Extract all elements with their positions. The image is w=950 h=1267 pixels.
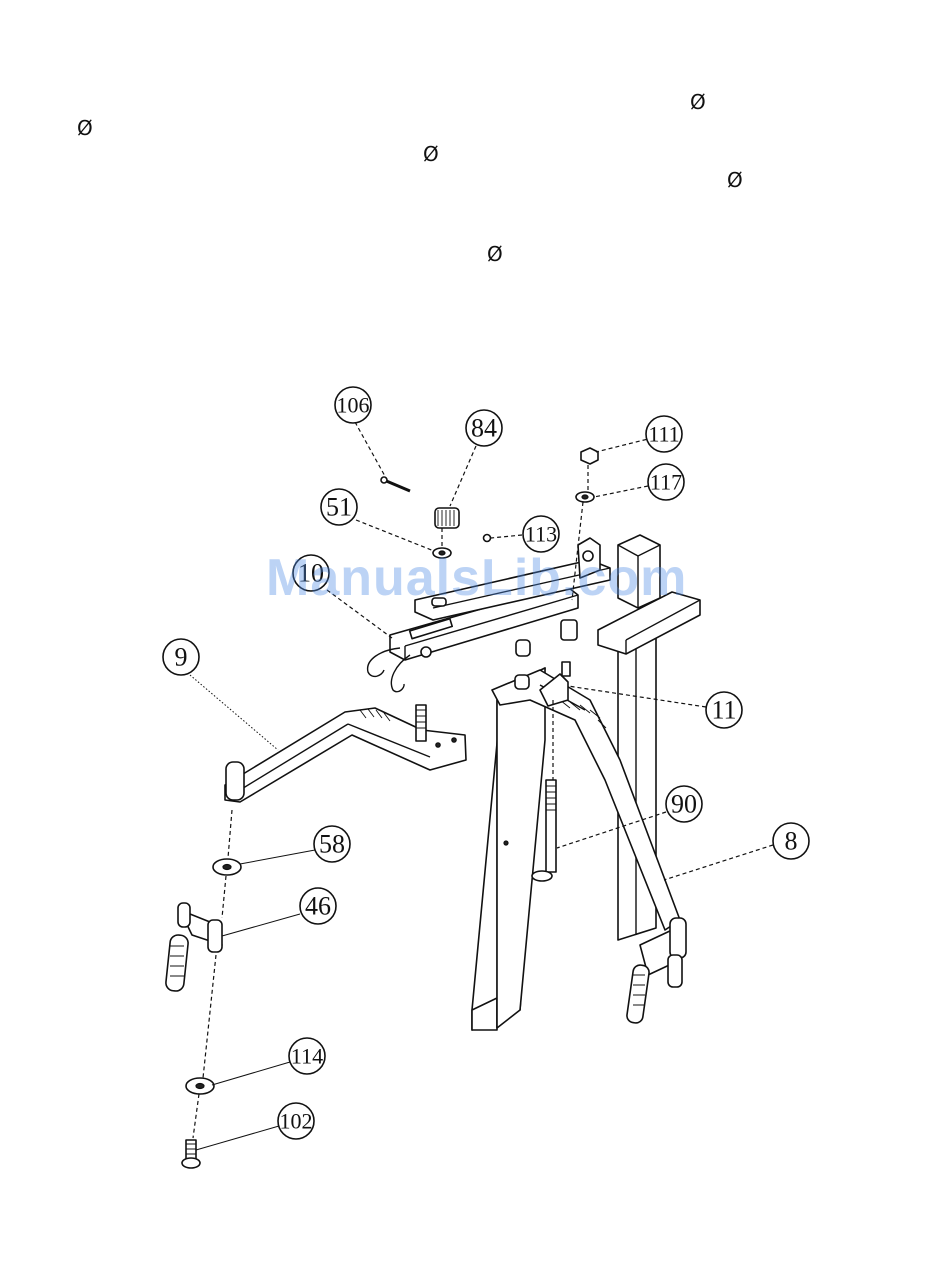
callout-106: 106 (335, 387, 371, 423)
callout-label: 8 (785, 827, 798, 856)
callout-114: 114 (289, 1038, 325, 1074)
callout-label: 106 (337, 393, 370, 418)
callout-label: 90 (671, 790, 697, 819)
callout-label: 58 (319, 830, 345, 859)
callout-51: 51 (321, 489, 357, 525)
callout-11: 11 (706, 692, 742, 728)
callout-113: 113 (523, 516, 559, 552)
callout-8: 8 (773, 823, 809, 859)
callout-9: 9 (163, 639, 199, 675)
callout-label: 46 (305, 892, 331, 921)
callout-46: 46 (300, 888, 336, 924)
front-upright (472, 668, 545, 1030)
callout-117: 117 (648, 464, 684, 500)
callout-label: 102 (280, 1109, 313, 1134)
callout-label: 111 (648, 422, 679, 447)
callout-102: 102 (278, 1103, 314, 1139)
callout-84: 84 (466, 410, 502, 446)
left-press-arm (225, 705, 466, 802)
callout-label: 113 (525, 522, 557, 547)
watermark: ManualsLib.com (266, 548, 687, 608)
callout-label: 9 (175, 643, 188, 672)
callout-label: 84 (471, 414, 497, 443)
callout-label: 51 (326, 493, 352, 522)
callout-label: 11 (711, 696, 736, 725)
callout-label: 117 (650, 470, 682, 495)
callout-90: 90 (666, 786, 702, 822)
callout-58: 58 (314, 826, 350, 862)
callout-label: 114 (291, 1044, 323, 1069)
callout-111: 111 (646, 416, 682, 452)
